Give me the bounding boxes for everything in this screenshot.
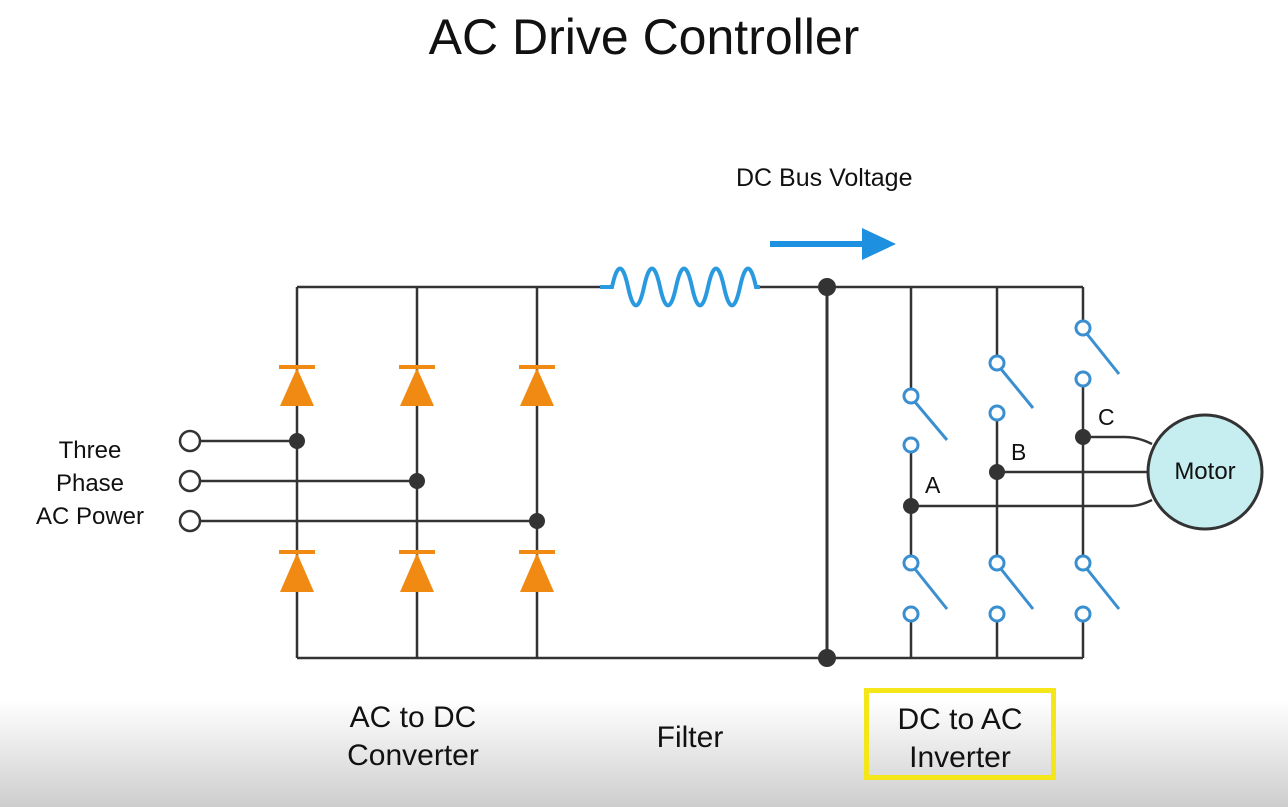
- filter-inductor: [600, 266, 760, 308]
- ac-terminal-1: [178, 429, 202, 453]
- node-input-1: [289, 433, 305, 449]
- node-phase-a: [903, 498, 919, 514]
- source-line-3: AC Power: [35, 503, 145, 530]
- inverter-line-1: DC to AC: [897, 703, 1023, 736]
- phase-c-wire: [1083, 435, 1153, 446]
- phase-c-label: C: [1098, 404, 1115, 430]
- diode-lower-1: [279, 550, 315, 592]
- source-line-1: Three: [58, 437, 122, 464]
- phase-b-label: B: [1011, 439, 1027, 465]
- switch-b-upper: [988, 354, 1035, 422]
- diode-upper-2: [399, 365, 435, 406]
- diagram-title: AC Drive Controller: [428, 9, 860, 65]
- switch-a-upper: [902, 387, 949, 454]
- filter-section-label: Filter: [656, 721, 724, 754]
- three-phase-source-label: Three Phase AC Power: [10, 434, 170, 533]
- phase-a-label: A: [925, 472, 941, 498]
- dc-bus-arrow: [770, 228, 896, 260]
- ac-terminal-2: [178, 469, 202, 493]
- diode-upper-1: [279, 365, 315, 406]
- ac-terminal-3: [178, 509, 202, 533]
- switch-a-lower: [902, 554, 949, 623]
- dc-bus-rails: [297, 285, 1083, 660]
- switch-c-upper: [1074, 319, 1121, 388]
- node-input-3: [529, 513, 545, 529]
- bottom-fade: [0, 700, 1288, 807]
- dc-bus-voltage-label: DC Bus Voltage: [736, 164, 913, 192]
- converter-section-label: AC to DC Converter: [318, 699, 508, 775]
- diode-upper-3: [519, 365, 555, 406]
- diode-lower-2: [399, 550, 435, 592]
- node-phase-c: [1075, 429, 1091, 445]
- node-bus-top: [818, 278, 836, 296]
- converter-line-2: Converter: [347, 739, 479, 772]
- phase-a-wire: [911, 498, 1153, 508]
- switch-b-lower: [988, 554, 1035, 623]
- node-phase-b: [989, 464, 1005, 480]
- node-input-2: [409, 473, 425, 489]
- node-bus-bottom: [818, 649, 836, 667]
- converter-line-1: AC to DC: [349, 701, 477, 734]
- motor-symbol: [1146, 413, 1264, 531]
- source-line-2: Phase: [55, 470, 125, 497]
- inverter-section-label: DC to AC Inverter: [864, 688, 1056, 780]
- motor-label: Motor: [1174, 458, 1236, 485]
- diode-lower-3: [519, 550, 555, 592]
- switch-c-lower: [1074, 554, 1121, 623]
- inverter-line-2: Inverter: [909, 741, 1011, 774]
